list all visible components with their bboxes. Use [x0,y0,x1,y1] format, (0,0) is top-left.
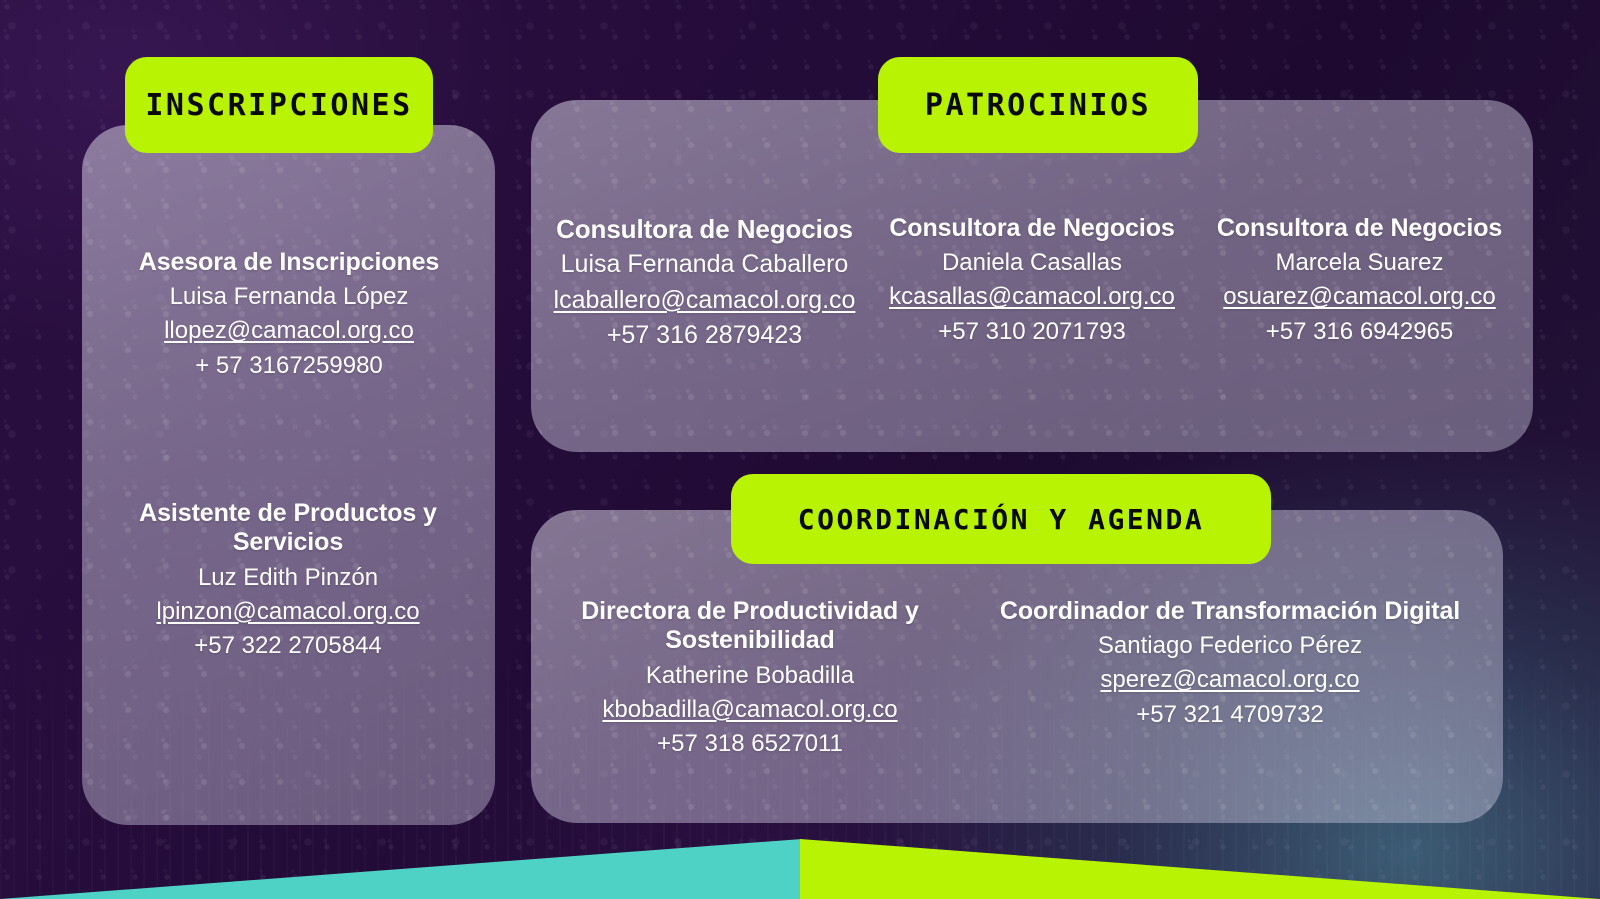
contact-phone: +57 316 2879423 [606,321,803,350]
contact-person: Daniela Casallas [941,249,1123,277]
contact-phone: +57 322 2705844 [194,631,382,659]
contact-person: Katherine Bobadilla [645,661,855,689]
contact-email-link[interactable]: llopez@camacol.org.co [164,317,414,345]
badge-patrocinios: PATROCINIOS [878,57,1198,153]
contact-person: Marcela Suarez [1275,249,1444,277]
badge-inscripciones: INSCRIPCIONES [125,57,433,153]
badge-coordinacion: COORDINACIÓN Y AGENDA [731,474,1271,564]
contact-person: Santiago Federico Pérez [1097,632,1363,660]
contact-phone: +57 321 4709732 [1136,700,1324,728]
contact-email-link[interactable]: kbobadilla@camacol.org.co [602,695,898,723]
contact-email-link[interactable]: lcaballero@camacol.org.co [553,285,856,314]
contact-block: Consultora de Negocios Luisa Fernanda Ca… [541,214,868,352]
contact-phone: +57 316 6942965 [1265,317,1454,345]
contact-phone: + 57 3167259980 [195,351,383,379]
card-coordinacion [531,510,1503,823]
contact-block: Directora de Productividad y Sostenibili… [560,597,940,759]
contact-block: Asistente de Productos y Servicios Luz E… [88,499,488,661]
contact-role: Consultora de Negocios [556,214,853,244]
contact-role: Consultora de Negocios [1216,214,1503,242]
contact-role: Coordinador de Transformación Digital [999,597,1461,625]
contact-person: Luisa Fernanda López [169,283,409,311]
contact-person: Luz Edith Pinzón [197,563,379,591]
contact-role: Consultora de Negocios [889,214,1175,242]
coordinacion-contact-row: Directora de Productividad y Sostenibili… [560,597,1490,759]
contact-person: Luisa Fernanda Caballero [560,250,849,279]
contact-email-link[interactable]: osuarez@camacol.org.co [1223,283,1496,311]
contact-block: Coordinador de Transformación Digital Sa… [970,597,1490,730]
contact-email-link[interactable]: kcasallas@camacol.org.co [889,283,1175,311]
contact-phone: +57 318 6527011 [657,729,843,757]
contact-email-link[interactable]: sperez@camacol.org.co [1100,666,1360,694]
contact-role: Asistente de Productos y Servicios [139,499,437,557]
contact-role: Asesora de Inscripciones [138,248,440,276]
contact-role: Directora de Productividad y Sostenibili… [581,597,919,655]
contact-block: Consultora de Negocios Marcela Suarez os… [1196,214,1523,347]
contact-block: Consultora de Negocios Daniela Casallas … [869,214,1196,347]
contact-email-link[interactable]: lpinzon@camacol.org.co [156,597,420,625]
contact-block: Asesora de Inscripciones Luisa Fernanda … [95,248,483,381]
contact-phone: +57 310 2071793 [938,317,1126,345]
card-patrocinios [531,100,1533,452]
card-inscripciones [82,125,495,825]
patrocinios-contact-row: Consultora de Negocios Luisa Fernanda Ca… [541,214,1523,352]
